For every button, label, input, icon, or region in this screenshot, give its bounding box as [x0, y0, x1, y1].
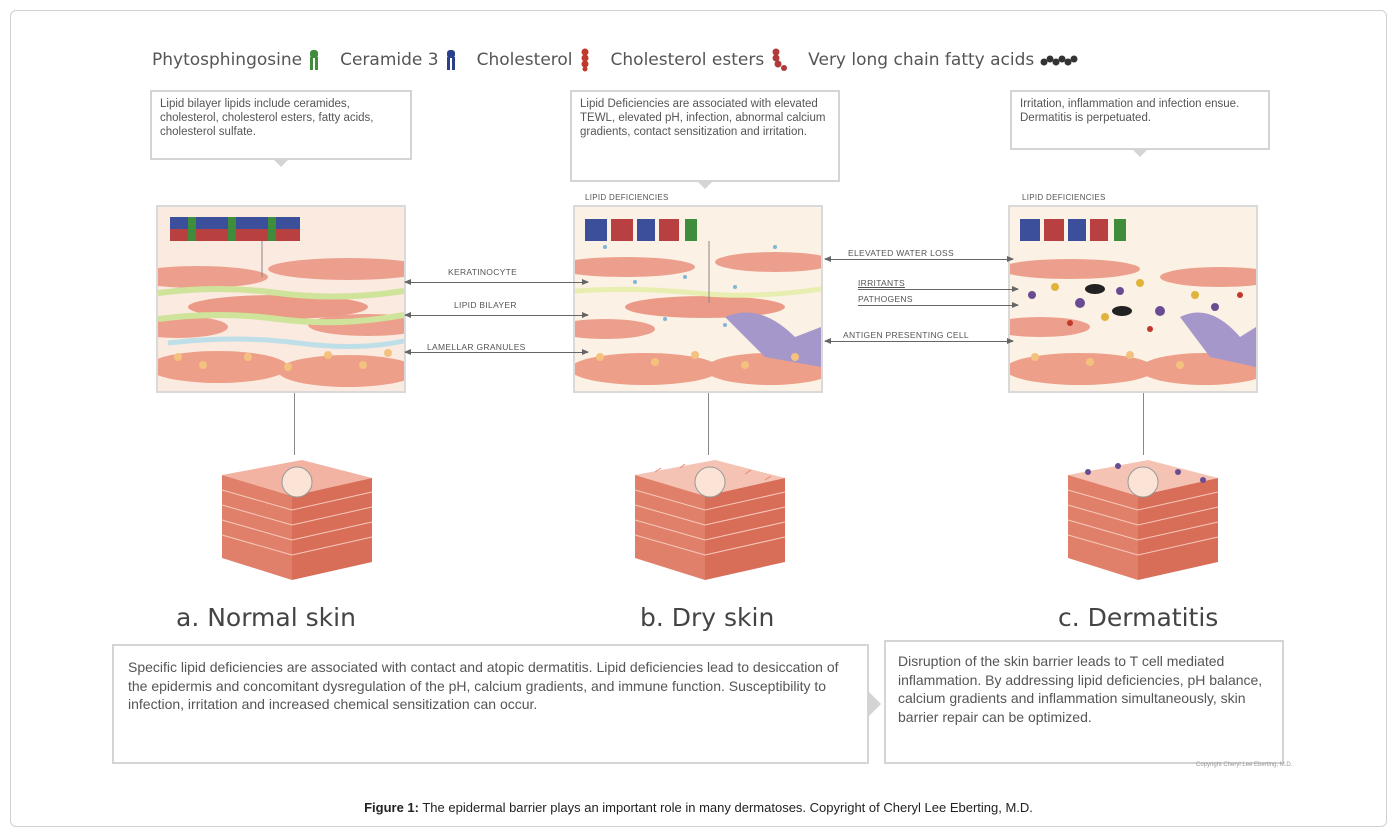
label-keratinocyte: KERATINOCYTE	[448, 267, 517, 277]
label-irritants: IRRITANTS	[858, 278, 905, 288]
legend-ceramide3: Ceramide 3	[340, 49, 457, 71]
legend-phytosphingosine-label: Phytosphingosine	[152, 50, 302, 70]
arrow-pathogens	[858, 305, 1018, 306]
arrow-antigen-presenting-cell	[825, 341, 1013, 342]
label-lipid-bilayer: LIPID BILAYER	[454, 300, 517, 310]
label-antigen-presenting-cell: ANTIGEN PRESENTING CELL	[843, 330, 969, 340]
summary-right: Disruption of the skin barrier leads to …	[884, 640, 1284, 764]
legend-cholesterol: Cholesterol	[477, 48, 591, 72]
arrow-keratinocyte	[405, 282, 588, 283]
connector-dry	[708, 393, 709, 455]
dry-skin-micrograph	[575, 207, 821, 391]
label-pathogens: PATHOGENS	[858, 294, 913, 304]
connector-normal	[294, 393, 295, 455]
callout-dermatitis-text: Irritation, inflammation and infection e…	[1020, 98, 1239, 124]
phytosphingosine-icon	[308, 49, 320, 71]
label-lamellar-granules: LAMELLAR GRANULES	[427, 342, 526, 352]
fatty-acid-chain-icon	[1040, 53, 1078, 67]
panel-title-dry: LIPID DEFICIENCIES	[585, 193, 669, 202]
cholesterol-esters-icon	[770, 48, 788, 72]
heading-dry-skin: b. Dry skin	[640, 603, 774, 632]
callout-normal: Lipid bilayer lipids include ceramides, …	[150, 90, 412, 160]
dermatitis-micrograph	[1010, 207, 1256, 391]
copyright-note: Copyright Cheryl Lee Eberting, M.D.	[1196, 762, 1292, 768]
ceramide3-icon	[445, 49, 457, 71]
panel-title-dermatitis: LIPID DEFICIENCIES	[1022, 193, 1106, 202]
normal-skin-block	[212, 450, 382, 590]
legend-ceramide3-label: Ceramide 3	[340, 50, 439, 70]
cholesterol-icon	[579, 48, 591, 72]
callout-dermatitis: Irritation, inflammation and infection e…	[1010, 90, 1270, 150]
callout-dry-text: Lipid Deficiencies are associated with e…	[580, 98, 825, 138]
legend-phytosphingosine: Phytosphingosine	[152, 49, 320, 71]
callout-dry: Lipid Deficiencies are associated with e…	[570, 90, 840, 182]
panel-dry-skin	[573, 205, 823, 393]
caption-label: Figure 1:	[364, 800, 419, 815]
summary-left: Specific lipid deficiencies are associat…	[112, 644, 869, 764]
normal-skin-micrograph	[158, 207, 404, 391]
summary-right-text: Disruption of the skin barrier leads to …	[898, 653, 1262, 725]
arrow-elevated-water-loss	[825, 259, 1013, 260]
legend-cholesterol-esters-label: Cholesterol esters	[611, 50, 765, 70]
heading-normal-skin: a. Normal skin	[176, 603, 356, 632]
panel-normal-skin	[156, 205, 406, 393]
callout-normal-text: Lipid bilayer lipids include ceramides, …	[160, 98, 374, 138]
arrow-lipid-bilayer	[405, 315, 588, 316]
legend-vlcfa: Very long chain fatty acids	[808, 50, 1078, 70]
label-elevated-water-loss: ELEVATED WATER LOSS	[848, 248, 954, 258]
legend-cholesterol-esters: Cholesterol esters	[611, 48, 789, 72]
legend-vlcfa-label: Very long chain fatty acids	[808, 50, 1034, 70]
connector-dermatitis	[1143, 393, 1144, 455]
panel-dermatitis	[1008, 205, 1258, 393]
legend-cholesterol-label: Cholesterol	[477, 50, 573, 70]
dermatitis-block	[1058, 450, 1228, 590]
heading-dermatitis: c. Dermatitis	[1058, 603, 1218, 632]
summary-left-text: Specific lipid deficiencies are associat…	[128, 659, 839, 712]
caption-text: The epidermal barrier plays an important…	[419, 800, 1033, 815]
arrow-lamellar-granules	[405, 352, 588, 353]
arrow-irritants	[858, 289, 1018, 290]
arrow-chevron-icon	[867, 690, 881, 718]
lipid-legend: Phytosphingosine Ceramide 3 Cholesterol …	[152, 46, 1098, 74]
figure-caption: Figure 1: The epidermal barrier plays an…	[0, 800, 1397, 815]
dry-skin-block	[625, 450, 795, 590]
